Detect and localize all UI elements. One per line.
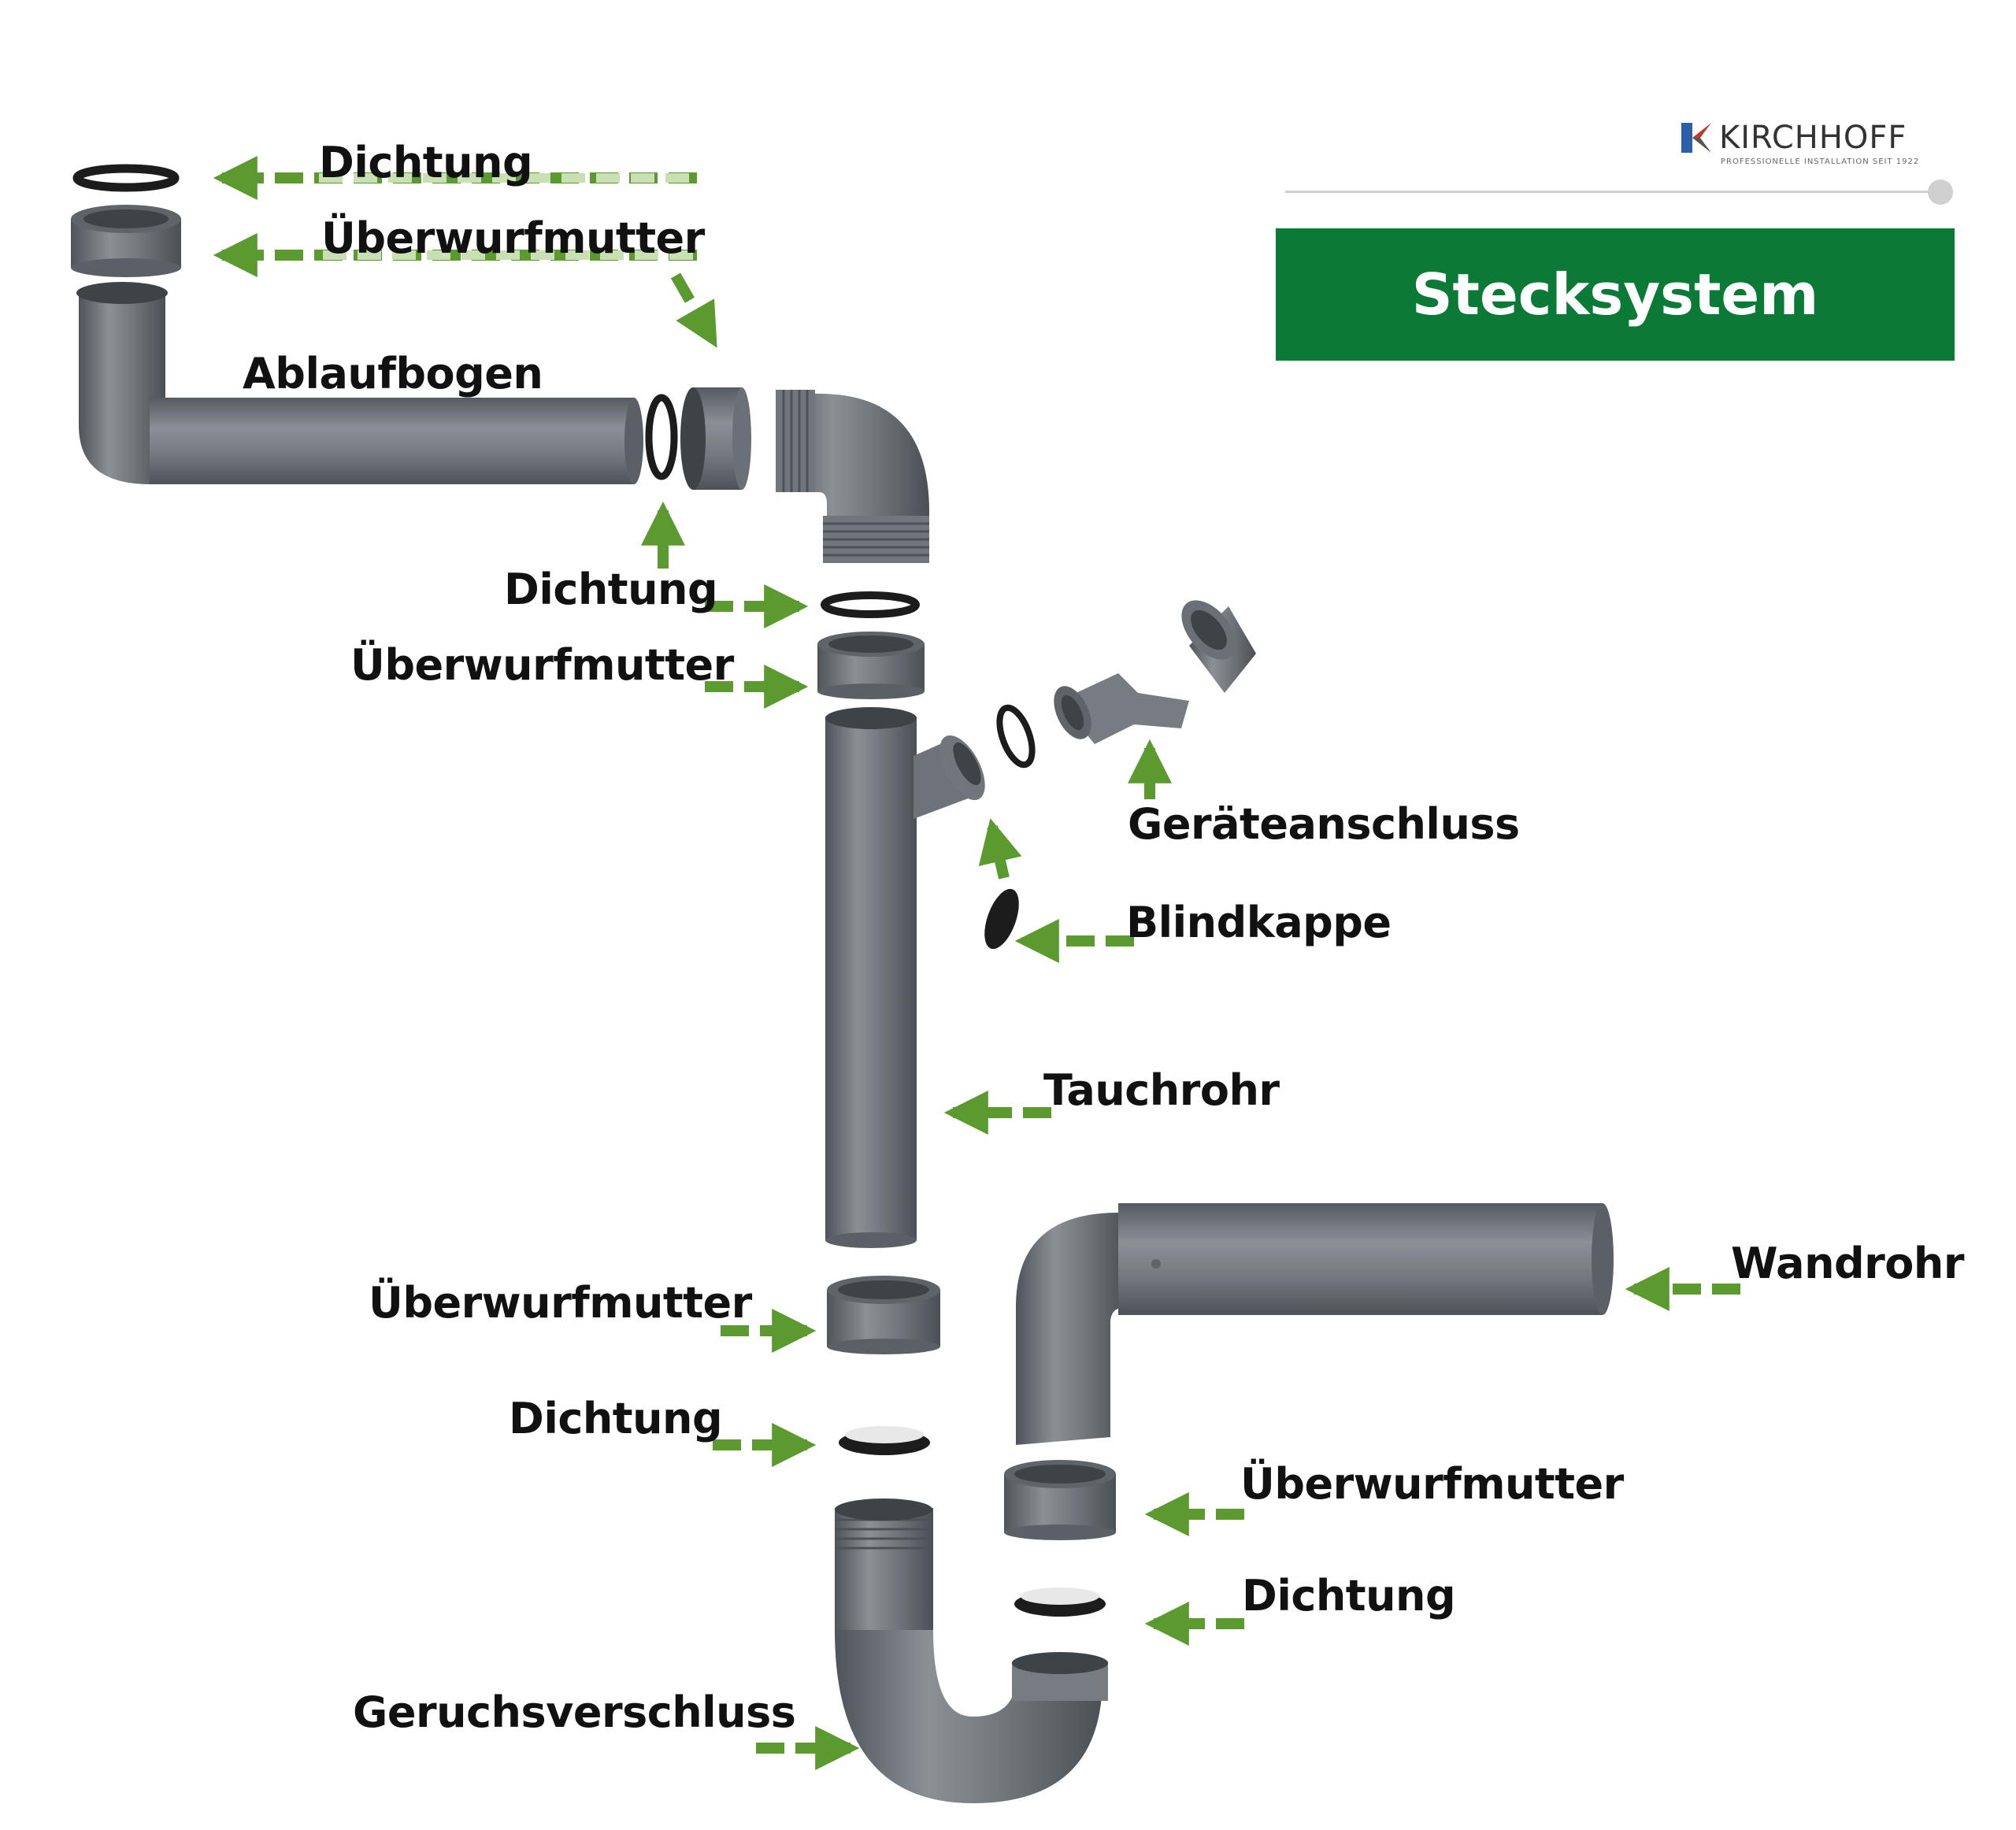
label-ueberwurfmutter-lower: Überwurfmutter <box>369 1278 752 1328</box>
brand-tagline: PROFESSIONELLE INSTALLATION SEIT 1922 <box>1721 157 1920 166</box>
wall-pipe <box>1016 1203 1614 1445</box>
label-ablaufbogen: Ablaufbogen <box>243 349 543 398</box>
gasket-middle <box>821 591 920 618</box>
arrow-ueberwurfmutter-elbow <box>670 272 718 348</box>
device-connector <box>1054 673 1189 744</box>
kirchhoff-logo-icon <box>1681 123 1711 153</box>
union-nut-top <box>71 205 181 277</box>
label-geruchsverschluss: Geruchsverschluss <box>353 1687 796 1737</box>
arrow-blindkappe-up <box>978 818 1022 880</box>
gasket-top <box>72 164 180 192</box>
divider-dot <box>1928 180 1953 205</box>
label-dichtung-right: Dichtung <box>1242 1571 1456 1621</box>
label-blindkappe: Blindkappe <box>1126 898 1392 947</box>
union-nut-middle <box>817 632 925 699</box>
brand-logo: KIRCHHOFF PROFESSIONELLE INSTALLATION SE… <box>1681 120 1933 167</box>
union-nut-horizontal <box>680 387 751 490</box>
banner-title: Stecksystem <box>1411 261 1819 328</box>
label-tauchrohr: Tauchrohr <box>1043 1065 1280 1115</box>
drain-bend-pipe <box>76 282 643 484</box>
blind-cap <box>984 888 1019 950</box>
label-dichtung-top: Dichtung <box>319 138 533 187</box>
title-banner: Stecksystem <box>1276 228 1955 361</box>
trap <box>835 1498 1108 1803</box>
label-ueberwurfmutter-right: Überwurfmutter <box>1240 1459 1624 1509</box>
brand-name: KIRCHHOFF <box>1719 120 1907 156</box>
elbow-fitting <box>776 390 929 563</box>
label-geraeteanschluss: Geräteanschluss <box>1128 799 1520 849</box>
gasket-lower <box>839 1426 930 1455</box>
label-wandrohr: Wandrohr <box>1731 1239 1964 1288</box>
union-nut-right <box>1004 1460 1116 1540</box>
union-nut-lower <box>827 1276 940 1354</box>
label-ueberwurfmutter-top: Überwurfmutter <box>321 213 705 263</box>
label-dichtung-middle: Dichtung <box>504 565 718 614</box>
device-union-nut <box>1181 600 1256 693</box>
label-ueberwurfmutter-middle: Überwurfmutter <box>350 640 734 690</box>
gasket-right <box>1014 1587 1106 1617</box>
label-dichtung-lower: Dichtung <box>509 1394 723 1443</box>
dip-tube <box>825 707 985 1248</box>
divider-line <box>1285 191 1933 193</box>
gasket-device <box>996 704 1036 769</box>
gasket-horizontal <box>645 394 678 480</box>
